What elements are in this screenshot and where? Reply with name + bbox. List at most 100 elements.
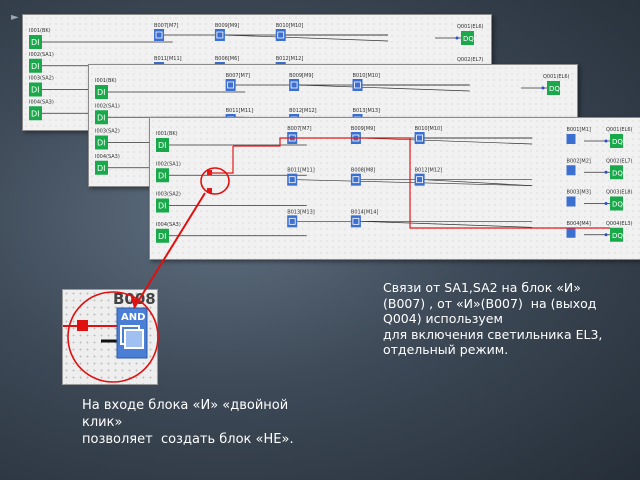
block-wire (424, 179, 533, 187)
di-block-text: DI (31, 62, 40, 71)
input-label: I002(SA1) (95, 103, 120, 109)
di-block-text: DI (158, 171, 167, 180)
logic-block[interactable] (225, 79, 236, 91)
marker-label: B003[M3] (567, 190, 591, 196)
input-label: I001(BK) (95, 78, 117, 84)
logic-block[interactable] (154, 29, 165, 41)
input-label: I004(SA3) (95, 154, 120, 160)
output-label: Q001(EL6) (543, 74, 570, 80)
connector-dot (604, 233, 608, 237)
dq-block-text: DQ (612, 169, 623, 177)
block-label: B010[M10] (415, 126, 443, 132)
and-block-type: AND (121, 312, 145, 323)
logic-block[interactable] (275, 29, 286, 41)
di-block-text: DI (158, 232, 167, 241)
dq-block-text: DQ (463, 35, 474, 43)
logic-block[interactable] (287, 215, 298, 228)
block-label: B007[M7] (154, 23, 178, 29)
and-block-glyph-icon-2 (124, 329, 144, 349)
di-input-block[interactable] (156, 228, 169, 243)
di-input-block[interactable] (95, 110, 108, 125)
logic-block[interactable] (414, 132, 425, 144)
marker-label: B001[M1] (567, 127, 591, 133)
caption-not-block-hint: На входе блока «И» «двойной клик» позвол… (82, 398, 294, 447)
logic-block[interactable] (350, 215, 361, 228)
di-input-block[interactable] (29, 106, 42, 121)
highlight-circle-large (67, 291, 159, 383)
block-label: B011[M11] (287, 168, 315, 174)
di-block-text: DI (158, 202, 167, 211)
di-input-block[interactable] (156, 168, 169, 183)
block-label: B006[M6] (215, 56, 239, 62)
block-label: B010[M10] (276, 23, 304, 29)
dq-output-block[interactable] (610, 165, 623, 180)
di-input-block[interactable] (95, 135, 108, 150)
sheet-3-svg: I001(BK)DII002(SA1)DII003(SA2)DII004(SA3… (156, 126, 633, 243)
logic-block[interactable] (352, 79, 363, 91)
dq-output-block[interactable] (610, 134, 623, 148)
di-input-block[interactable] (156, 198, 169, 213)
input-label: I001(BK) (156, 131, 178, 137)
output-label: Q001(EL6) (457, 24, 484, 30)
dq-block-text: DQ (612, 232, 623, 240)
di-input-block[interactable] (29, 58, 42, 73)
dq-block-text: DQ (612, 138, 623, 146)
input-label: I003(SA2) (95, 129, 120, 135)
logic-block-glyph-icon (416, 176, 424, 184)
di-input-block[interactable] (95, 85, 108, 99)
dq-output-block[interactable] (610, 196, 623, 211)
dq-block-text: DQ (612, 201, 623, 209)
logic-block-glyph-icon (290, 81, 298, 89)
dq-output-block[interactable] (610, 227, 623, 242)
input-label: I001(BK) (29, 28, 51, 34)
block-label: B013[M13] (353, 108, 381, 114)
marker-block[interactable] (566, 134, 576, 144)
di-block-text: DI (97, 113, 106, 122)
logic-block[interactable] (214, 29, 225, 41)
connector-dot (604, 170, 608, 174)
input-label: I003(SA2) (29, 76, 54, 82)
block-label: B013[M13] (287, 209, 315, 215)
output-label: Q001(EL6) (606, 127, 633, 133)
zoomed-and-block-inset: B008[ AND (62, 289, 158, 385)
logic-block[interactable] (287, 173, 298, 186)
marker-block[interactable] (566, 227, 576, 238)
block-label: B009[M9] (215, 23, 239, 29)
caption-links-description: Связи от SA1,SA2 на блок «И» (B007) , от… (383, 280, 603, 357)
marker-label: B004[M4] (567, 221, 591, 227)
pointer-line (133, 192, 206, 309)
dq-output-block[interactable] (547, 81, 560, 95)
input-label: I002(SA1) (156, 161, 181, 167)
logic-block[interactable] (350, 173, 361, 186)
di-block-text: DI (97, 164, 106, 173)
di-block-text: DI (31, 109, 40, 118)
block-label: B009[M9] (351, 126, 375, 132)
dq-output-block[interactable] (461, 31, 474, 45)
di-input-block[interactable] (156, 138, 169, 152)
marker-label: B002[M2] (567, 158, 591, 164)
block-label: B009[M9] (289, 73, 313, 79)
marker-block[interactable] (566, 165, 576, 176)
di-block-text: DI (97, 88, 106, 97)
input-label: I004(SA3) (29, 99, 54, 105)
block-wire (224, 34, 389, 42)
logic-block[interactable] (289, 79, 300, 91)
nav-arrow-icon: ► (11, 12, 19, 23)
di-input-block[interactable] (29, 82, 42, 97)
di-input-block[interactable] (29, 35, 42, 49)
di-input-block[interactable] (95, 160, 108, 175)
logic-block-glyph-icon (288, 176, 296, 184)
logic-block[interactable] (414, 173, 425, 186)
block-label: B012[M12] (415, 168, 443, 174)
logic-block-glyph-icon (288, 217, 296, 225)
input-label: I003(SA2) (156, 192, 181, 198)
logic-block-glyph-icon (155, 31, 163, 39)
input-label: I002(SA1) (29, 52, 54, 58)
zoom-red-node[interactable] (77, 320, 88, 331)
block-label: B011[M11] (226, 108, 254, 114)
marker-block[interactable] (566, 196, 576, 207)
block-label: B007[M7] (226, 73, 250, 79)
highlight-circle-small (200, 167, 230, 195)
